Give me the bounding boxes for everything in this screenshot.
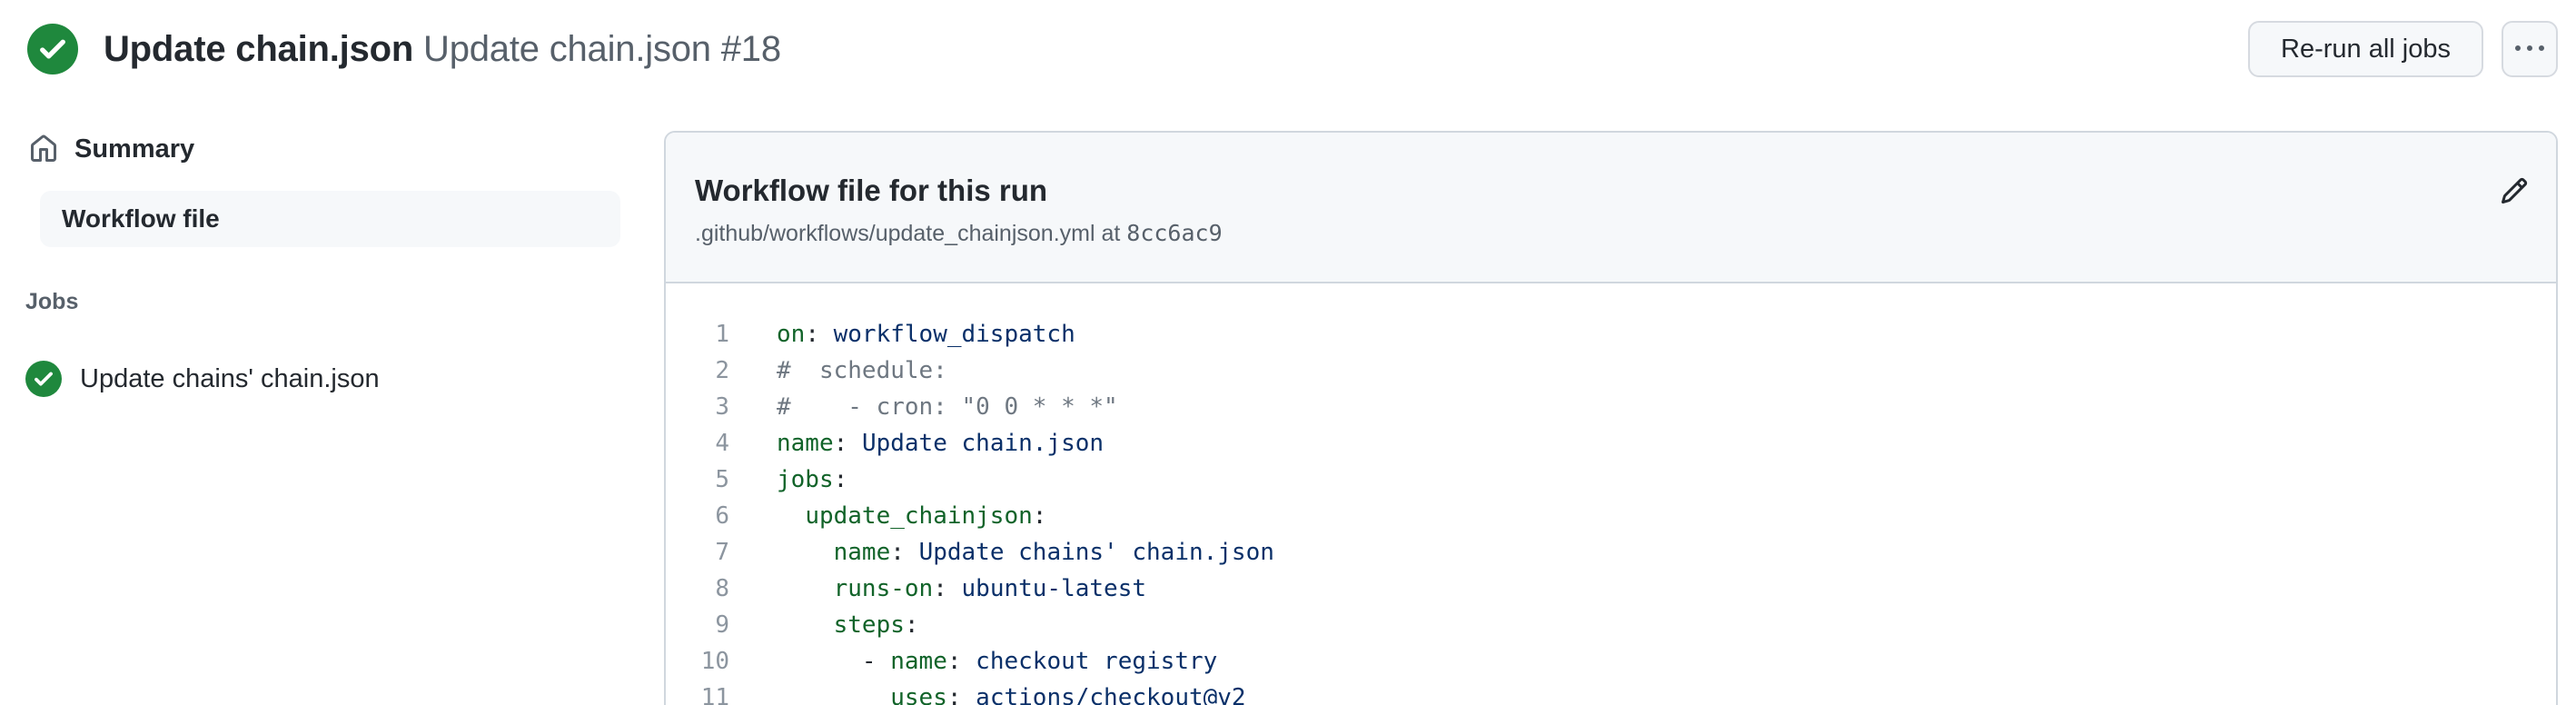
edit-workflow-button[interactable]	[2500, 176, 2529, 205]
line-content: update_chainjson:	[805, 502, 1047, 530]
line-content: runs-on: ubuntu-latest	[833, 575, 1147, 602]
home-icon	[29, 134, 58, 164]
sidebar-job-item[interactable]: Update chains' chain.json	[25, 361, 620, 397]
code-line: 5 jobs:	[666, 462, 2556, 498]
rerun-all-jobs-button[interactable]: Re-run all jobs	[2248, 21, 2483, 77]
line-number: 10	[700, 648, 729, 675]
kebab-icon	[2515, 35, 2544, 64]
sidebar-summary-label: Summary	[74, 134, 195, 164]
workflow-code: 1 on: workflow_dispatch 2 # schedule: 3 # - c…	[666, 316, 2556, 705]
code-line: 4 name: Update chain.json	[666, 425, 2556, 462]
line-number: 3	[715, 393, 729, 421]
run-name-and-number: Update chain.json #18	[423, 28, 781, 69]
line-content: name: Update chain.json	[777, 430, 1105, 457]
line-content: - name: checkout registry	[777, 648, 1218, 675]
line-content: uses: actions/checkout@v2	[890, 684, 1246, 705]
run-success-icon	[27, 24, 78, 74]
code-line: 1 on: workflow_dispatch	[666, 316, 2556, 352]
line-number: 5	[715, 466, 729, 493]
code-line: 11 uses: actions/checkout@v2	[666, 680, 2556, 705]
workflow-file-card: Workflow file for this run .github/workf…	[664, 131, 2558, 705]
line-number: 7	[715, 539, 729, 566]
line-number: 9	[715, 611, 729, 639]
job-success-icon	[25, 361, 62, 397]
line-number: 6	[715, 502, 729, 530]
line-content: # schedule:	[777, 357, 947, 384]
card-title: Workflow file for this run	[695, 174, 1048, 207]
commit-sha: 8cc6ac9	[1126, 220, 1223, 246]
line-content: steps:	[833, 611, 919, 639]
code-line: 2 # schedule:	[666, 352, 2556, 389]
code-line: 6 update_chainjson:	[666, 498, 2556, 534]
sidebar-workflow-file-label: Workflow file	[62, 204, 220, 233]
run-body: Summary Workflow file Jobs Update chains…	[0, 131, 2576, 705]
line-content: name: Update chains' chain.json	[833, 539, 1274, 566]
line-number: 8	[715, 575, 729, 602]
run-header-actions: Re-run all jobs	[2248, 21, 2558, 77]
line-number: 1	[715, 321, 729, 348]
run-header-left: Update chain.json Update chain.json #18	[27, 24, 781, 74]
workflow-file-card-header: Workflow file for this run .github/workf…	[666, 133, 2556, 283]
line-number: 2	[715, 357, 729, 384]
sidebar-item-workflow-file[interactable]: Workflow file	[40, 191, 620, 247]
workflow-name: Update chain.json	[104, 28, 414, 69]
code-line: 9 steps:	[666, 607, 2556, 643]
pencil-icon	[2500, 176, 2529, 205]
jobs-section-header: Jobs	[25, 289, 79, 314]
workflow-code-container: 1 on: workflow_dispatch 2 # schedule: 3 # - c…	[666, 283, 2556, 705]
run-number: #18	[720, 28, 781, 69]
code-line: 3 # - cron: "0 0 * * *"	[666, 389, 2556, 425]
job-name: Update chains' chain.json	[80, 363, 380, 393]
code-line: 7 name: Update chains' chain.json	[666, 534, 2556, 571]
code-line: 10 - name: checkout registry	[666, 643, 2556, 680]
sidebar-item-summary[interactable]: Summary	[25, 131, 620, 167]
line-number: 11	[700, 684, 729, 705]
line-content: # - cron: "0 0 * * *"	[777, 393, 1118, 421]
workflow-file-card-heading: Workflow file for this run .github/workf…	[695, 173, 1223, 247]
run-header: Update chain.json Update chain.json #18 …	[0, 0, 2576, 78]
workflow-file-path: .github/workflows/update_chainjson.yml a…	[695, 220, 1223, 246]
line-number: 4	[715, 430, 729, 457]
line-content: on: workflow_dispatch	[777, 321, 1075, 348]
run-sidebar: Summary Workflow file Jobs Update chains…	[25, 131, 620, 397]
more-options-button[interactable]	[2502, 21, 2558, 77]
code-line: 8 runs-on: ubuntu-latest	[666, 571, 2556, 607]
page-title: Update chain.json Update chain.json #18	[104, 29, 781, 70]
line-content: jobs:	[777, 466, 848, 493]
